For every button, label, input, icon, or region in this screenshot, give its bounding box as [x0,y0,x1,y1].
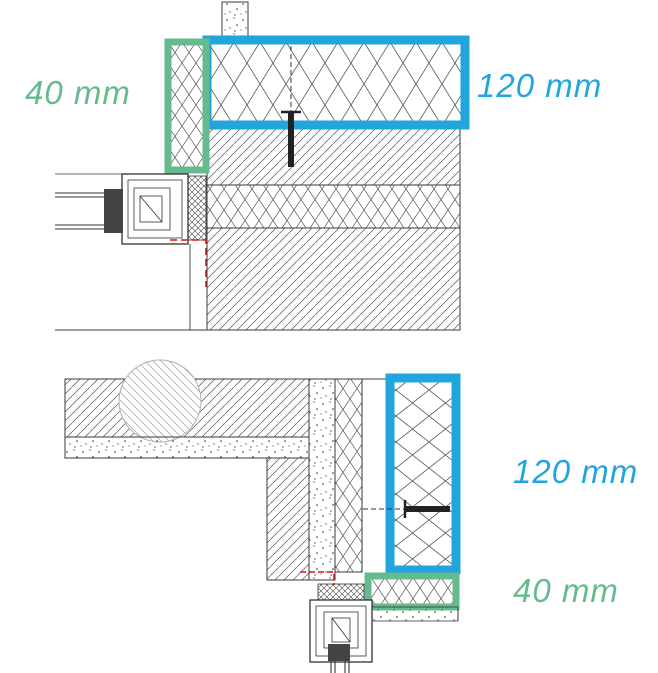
top-section [55,1,470,331]
glazing-unit-bottom [328,644,350,673]
hatched-circle-fill [119,360,201,442]
glazing-spacer [104,189,123,233]
anchor-fastener-bottom [363,500,450,518]
frame-profile-lines [127,179,183,239]
render-band [367,606,459,622]
green-highlight-box-bottom [364,572,460,611]
anchor-fastener-top [281,46,301,167]
existing-insulation-band [206,184,461,229]
frame-packing-block-bottom [317,583,365,601]
frame-profile-outer [121,173,189,245]
label-40mm-top: 40 mm [25,74,131,111]
window-frame-bottom [309,583,373,673]
label-120mm-bottom: 120 mm [513,453,638,490]
existing-insulation-vertical [334,378,363,573]
interior-lines-top [55,244,208,331]
window-frame-top [55,173,207,245]
label-40mm-bottom: 40 mm [513,572,619,609]
glazing-unit [55,189,123,233]
green-highlight-box-top [164,38,210,174]
masonry-band-lower [206,227,461,331]
red-sealing-line-top [170,239,207,287]
red-sealing-line-bottom [300,571,335,585]
concrete-band [64,436,310,459]
concrete-strip-top [221,1,249,39]
frame-packing-block [185,175,207,241]
blue-highlight-box-bottom [385,373,461,575]
label-120mm-top: 120 mm [477,67,602,104]
masonry-band-upper [206,128,461,186]
bottom-section [64,359,461,673]
masonry-wall-vertical [266,457,310,581]
concrete-strip-vertical [308,378,336,581]
blue-highlight-box-top [202,35,470,130]
glazing-spacer-bottom [328,644,350,661]
